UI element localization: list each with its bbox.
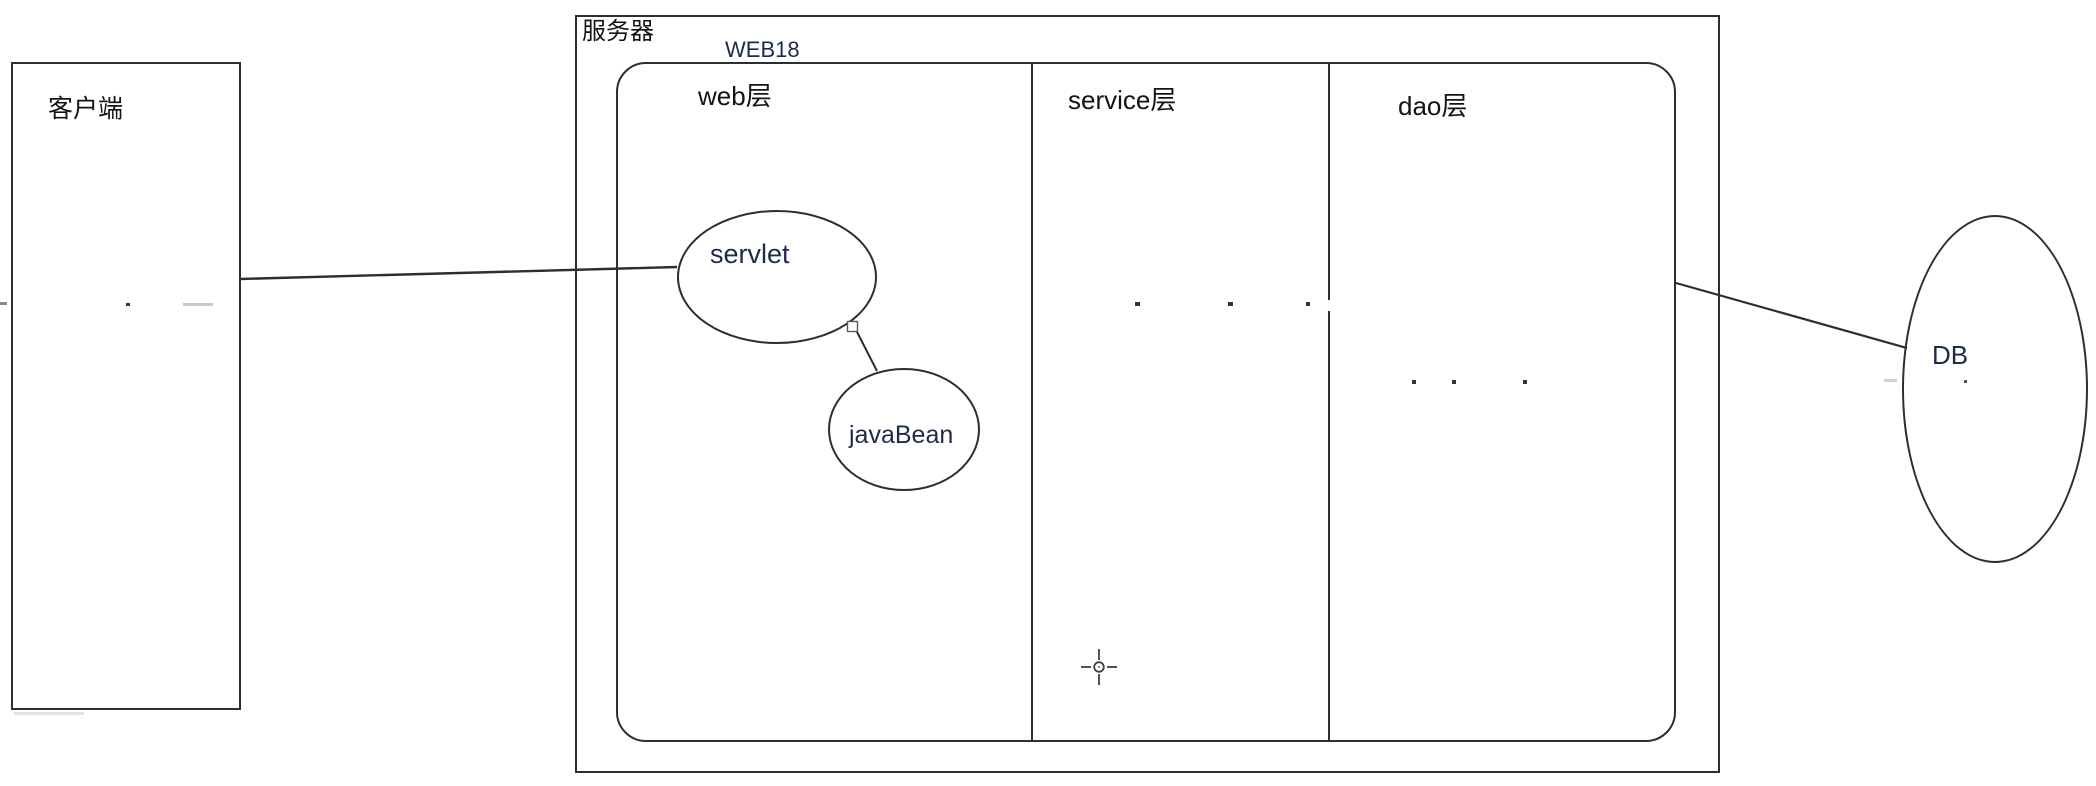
layer-label-service: service层 <box>1068 85 1177 115</box>
layers-panel[interactable] <box>616 62 1676 742</box>
layer-label-dao: dao层 <box>1398 91 1468 121</box>
server-box[interactable] <box>575 15 1720 773</box>
client-label: 客户端 <box>48 95 124 123</box>
stray-dash <box>0 302 7 305</box>
layer-divider-service-dao <box>1328 64 1330 740</box>
stray-dash <box>1884 379 1897 382</box>
db-node[interactable] <box>1902 215 2088 563</box>
server-label: 服务器 <box>582 18 654 45</box>
client-box[interactable] <box>11 62 241 710</box>
javabean-node[interactable] <box>828 368 980 491</box>
stray-dash <box>14 712 84 715</box>
server-tag-label: WEB18 <box>725 37 800 62</box>
layer-label-web: web层 <box>698 81 772 111</box>
servlet-node[interactable] <box>677 210 877 344</box>
db-label: DB <box>1932 340 1969 370</box>
javabean-label: javaBean <box>849 421 954 449</box>
servlet-label: servlet <box>710 239 790 269</box>
layer-divider-web-service <box>1031 64 1033 740</box>
